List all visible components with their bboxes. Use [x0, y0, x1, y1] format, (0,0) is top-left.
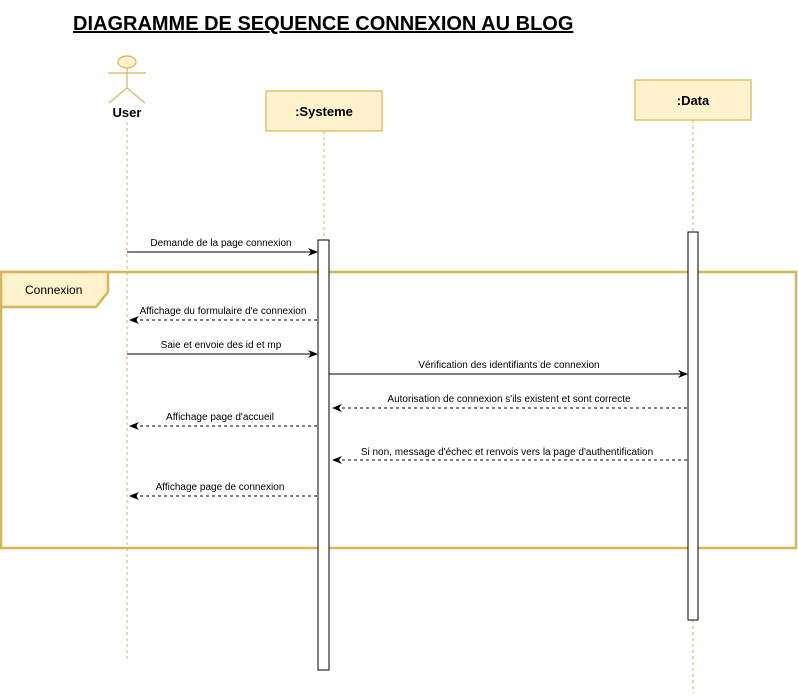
message-6-label: Affichage page d'accueil: [166, 412, 274, 423]
connexion-frame-tab: [0, 270, 110, 309]
message-2: Affichage du formulaire d'e connexion: [129, 306, 317, 324]
message-5-label: Autorisation de connexion s'ils existent…: [387, 394, 631, 405]
message-4-label: Vérification des identifiants de connexi…: [418, 360, 599, 371]
message-4: Vérification des identifiants de connexi…: [329, 360, 688, 378]
message-1: Demande de la page connexion: [127, 238, 318, 256]
data-box: [634, 79, 752, 121]
message-3: Saie et envoie des id et mp: [127, 340, 318, 358]
actor-head-icon: [117, 55, 137, 69]
message-8-label: Affichage page de connexion: [156, 482, 285, 493]
data-label: :Data: [677, 93, 710, 108]
message-8: Affichage page de connexion: [129, 482, 317, 500]
connexion-frame: [0, 270, 798, 550]
connexion-frame-label: Connexion: [25, 283, 82, 297]
message-6: Affichage page d'accueil: [129, 412, 317, 430]
data-activation-bar: [687, 231, 699, 621]
systeme-label: :Systeme: [295, 104, 353, 119]
message-7: Si non, message d'échec et renvois vers …: [332, 447, 687, 464]
diagram-title: DIAGRAMME DE SEQUENCE CONNEXION AU BLOG: [73, 13, 573, 35]
message-5: Autorisation de connexion s'ils existent…: [332, 394, 687, 412]
user-actor: [108, 55, 146, 104]
user-label: User: [113, 105, 142, 120]
message-7-label: Si non, message d'échec et renvois vers …: [361, 447, 653, 458]
systeme-box: [265, 90, 383, 132]
message-3-label: Saie et envoie des id et mp: [161, 340, 282, 351]
message-2-label: Affichage du formulaire d'e connexion: [140, 306, 307, 317]
message-1-label: Demande de la page connexion: [150, 238, 291, 249]
systeme-activation-bar: [317, 239, 330, 671]
